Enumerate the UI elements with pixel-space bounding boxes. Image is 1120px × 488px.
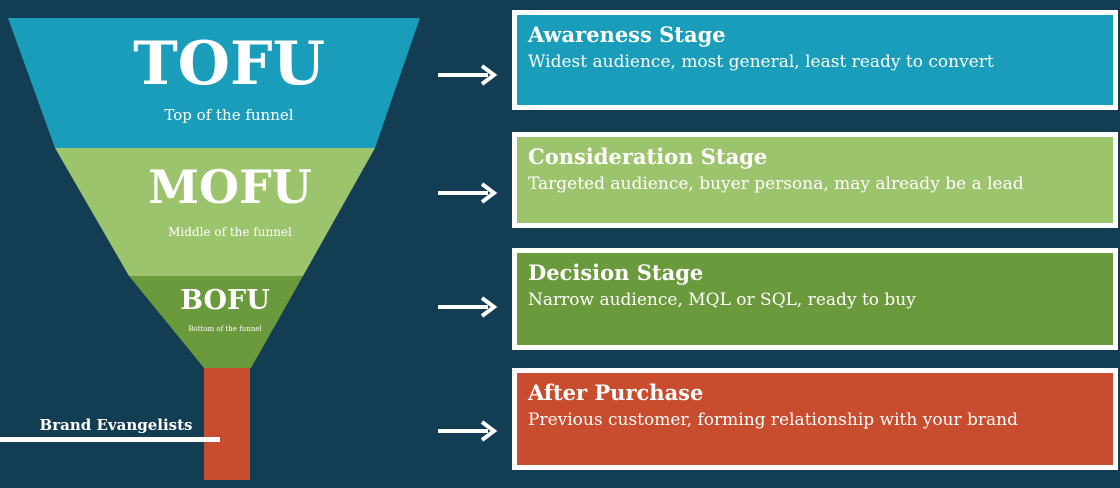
consideration-stage-box: Consideration Stage Targeted audience, b… bbox=[512, 132, 1118, 228]
tofu-segment bbox=[8, 18, 420, 148]
funnel-diagram: TOFU Top of the funnel MOFU Middle of th… bbox=[0, 18, 420, 480]
arrow-right-icon bbox=[438, 420, 498, 442]
stage-description: Targeted audience, buyer persona, may al… bbox=[528, 174, 1024, 194]
stage-title: Awareness Stage bbox=[528, 22, 726, 47]
bofu-segment bbox=[129, 276, 303, 368]
awareness-stage-box: Awareness Stage Widest audience, most ge… bbox=[512, 10, 1118, 110]
after-purchase-stage-box: After Purchase Previous customer, formin… bbox=[512, 368, 1118, 470]
mofu-label: MOFU bbox=[148, 160, 312, 214]
stage-description: Previous customer, forming relationship … bbox=[528, 410, 1019, 430]
bofu-sublabel: Bottom of the funnel bbox=[188, 325, 262, 333]
mofu-sublabel: Middle of the funnel bbox=[168, 225, 292, 239]
mofu-segment bbox=[55, 148, 375, 276]
bofu-label: BOFU bbox=[180, 285, 270, 316]
arrow-right-icon bbox=[438, 296, 498, 318]
stage-title: Decision Stage bbox=[528, 260, 704, 285]
tofu-sublabel: Top of the funnel bbox=[164, 106, 293, 124]
stage-description: Narrow audience, MQL or SQL, ready to bu… bbox=[528, 290, 916, 310]
stage-title: Consideration Stage bbox=[528, 144, 768, 169]
evangelists-label: Brand Evangelists bbox=[40, 416, 193, 434]
arrow-right-icon bbox=[438, 182, 498, 204]
stage-title: After Purchase bbox=[528, 380, 704, 405]
arrow-right-icon bbox=[438, 64, 498, 86]
tofu-label: TOFU bbox=[133, 29, 325, 99]
stage-description: Widest audience, most general, least rea… bbox=[528, 52, 994, 72]
evangelists-tube bbox=[204, 368, 250, 480]
evangelists-line bbox=[0, 437, 220, 442]
decision-stage-box: Decision Stage Narrow audience, MQL or S… bbox=[512, 248, 1118, 350]
